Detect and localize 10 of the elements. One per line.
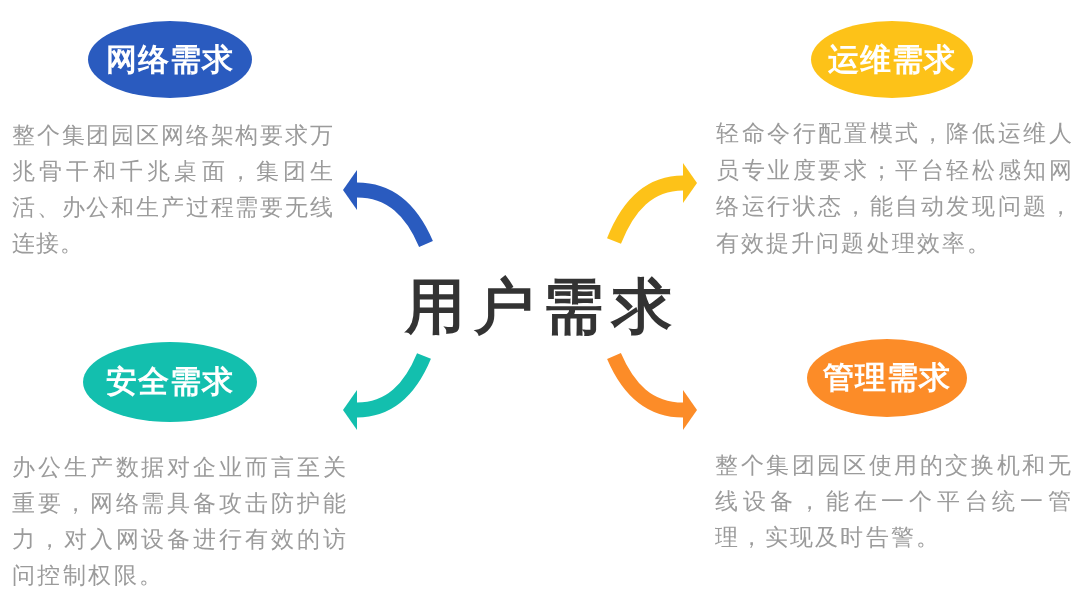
title-ellipse: 网络需求	[88, 21, 252, 98]
description-text: 整个集团园区使用的交换机和无线设备，能在一个平台统一管理，实现及时告警。	[715, 451, 1073, 552]
title-ellipse: 运维需求	[811, 21, 973, 98]
central-heading: 用户需求	[405, 276, 681, 336]
description-text: 整个集团园区网络架构要求万兆骨干和千兆桌面，集团生活、办公和生产过程需要无线连接。	[12, 121, 334, 258]
title-ellipse: 管理需求	[807, 339, 967, 417]
description-text: 轻命令行配置模式，降低运维人员专业度要求；平台轻松感知网络运行状态，能自动发现问题，有效提升问题处理效率。	[716, 119, 1074, 258]
curved-arrow	[607, 163, 697, 244]
description-text: 办公生产数据对企业而言至关重要，网络需具备攻击防护能力，对入网设备进行有效的访问控制权限。	[12, 453, 348, 590]
title-ellipse: 安全需求	[83, 342, 257, 422]
